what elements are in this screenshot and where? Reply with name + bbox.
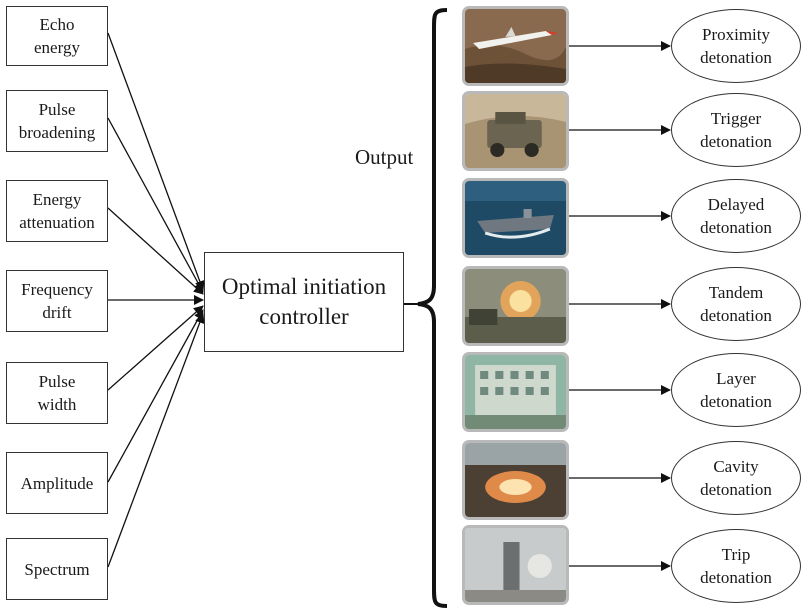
missile-photo	[462, 6, 569, 86]
result-proximity-detonation: Proximity detonation	[671, 9, 801, 83]
input-spectrum: Spectrum	[6, 538, 108, 600]
result-label: Delayed detonation	[700, 195, 772, 237]
input-label: Pulse width	[37, 372, 77, 414]
input-amplitude: Amplitude	[6, 452, 108, 514]
bunker-explosion-photo	[462, 440, 569, 520]
result-delayed-detonation: Delayed detonation	[671, 179, 801, 253]
input-arrows	[107, 32, 205, 568]
result-cavity-detonation: Cavity detonation	[671, 441, 801, 515]
result-label: Layer detonation	[700, 369, 772, 411]
output-bracket	[417, 8, 448, 608]
tower-demolition-photo	[462, 525, 569, 605]
input-label: Energy attenuation	[19, 190, 95, 232]
input-echo-energy: Echo energy	[6, 6, 108, 66]
arrow-echo-energy	[107, 32, 205, 291]
armored-vehicle-photo	[462, 91, 569, 171]
multistory-building-photo	[462, 352, 569, 432]
input-label: Amplitude	[20, 473, 94, 493]
output-arrows	[569, 41, 671, 571]
arrow-pulse-broadening	[107, 117, 204, 293]
input-pulse-width: Pulse width	[6, 362, 108, 424]
result-label: Tandem detonation	[700, 283, 772, 325]
arrow-pulse-width	[107, 305, 204, 391]
arrow-spectrum	[107, 313, 205, 568]
arrow-energy-attenuation	[107, 207, 204, 295]
input-pulse-broadening: Pulse broadening	[6, 90, 108, 152]
output-label: Output	[355, 145, 414, 169]
input-frequency-drift: Frequency drift	[6, 270, 108, 332]
result-label: Cavity detonation	[700, 457, 772, 499]
result-layer-detonation: Layer detonation	[671, 353, 801, 427]
input-label: Frequency drift	[21, 280, 93, 322]
result-trip-detonation: Trip detonation	[671, 529, 801, 603]
input-label: Pulse broadening	[18, 100, 96, 142]
arrow-amplitude	[107, 309, 204, 483]
controller-label: Optimal initiation controller	[221, 274, 387, 329]
input-energy-attenuation: Energy attenuation	[6, 180, 108, 242]
tank-explosion-photo	[462, 266, 569, 346]
result-tandem-detonation: Tandem detonation	[671, 267, 801, 341]
result-label: Proximity detonation	[700, 25, 772, 67]
result-label: Trigger detonation	[700, 109, 772, 151]
input-label: Echo energy	[34, 15, 80, 57]
result-label: Trip detonation	[700, 545, 772, 587]
optimal-initiation-controller: Optimal initiation controller	[204, 252, 404, 352]
input-label: Spectrum	[24, 559, 90, 579]
aircraft-carrier-photo	[462, 178, 569, 258]
result-trigger-detonation: Trigger detonation	[671, 93, 801, 167]
